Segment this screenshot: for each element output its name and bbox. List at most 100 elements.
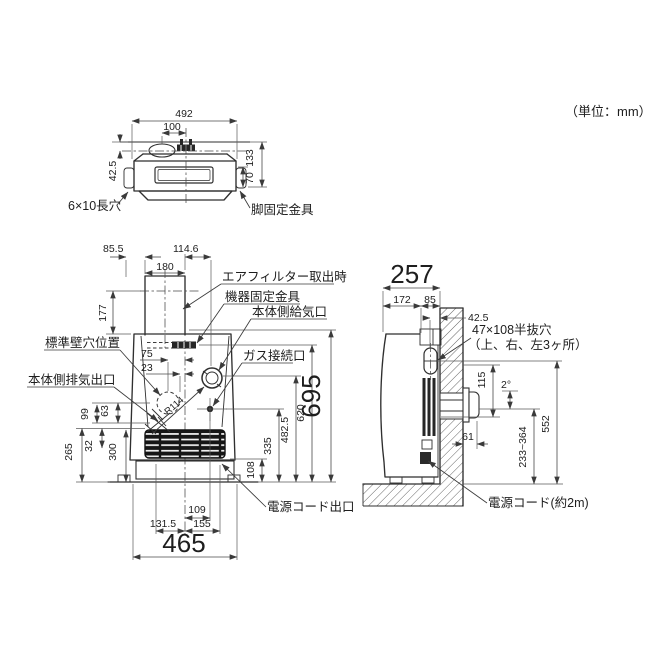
svg-text:180: 180 xyxy=(156,261,174,273)
dim-63: 63 xyxy=(99,402,121,424)
floor-section xyxy=(363,484,440,506)
svg-text:（上、右、左3ヶ所）: （上、右、左3ヶ所） xyxy=(468,337,587,352)
label-foot-bracket: 脚固定金具 xyxy=(239,190,314,217)
label-air-filter: エアフィルター取出時 xyxy=(182,270,347,310)
svg-text:本体側排気出口: 本体側排気出口 xyxy=(28,372,116,387)
svg-text:620: 620 xyxy=(295,404,307,422)
control-window-top xyxy=(154,166,214,184)
svg-text:42.5: 42.5 xyxy=(107,161,119,182)
label-exhaust: 本体側排気出口 xyxy=(27,372,159,422)
label-intake: 本体側給気口 xyxy=(218,304,327,371)
svg-text:75: 75 xyxy=(141,348,153,360)
dim-23: 23 xyxy=(141,362,194,392)
dim-335: 335 xyxy=(226,408,284,483)
left-foot xyxy=(117,474,131,483)
svg-text:99: 99 xyxy=(79,408,91,420)
fixing-bracket xyxy=(147,341,196,349)
label-knockout: 47×108半抜穴 （上、右、左3ヶ所） xyxy=(437,322,587,361)
svg-text:265: 265 xyxy=(63,443,75,461)
dim-177: 177 xyxy=(97,290,141,335)
svg-text:47×108半抜穴: 47×108半抜穴 xyxy=(472,322,552,337)
dim-109: 109 xyxy=(184,413,211,521)
dim-99: 99 xyxy=(79,402,150,424)
svg-text:172: 172 xyxy=(393,294,411,306)
svg-text:233~364: 233~364 xyxy=(517,426,529,467)
dim-155: 155 xyxy=(184,465,221,534)
dim-300: 300 xyxy=(107,429,129,483)
dim-265: 265 xyxy=(63,428,145,483)
rear-box xyxy=(421,439,433,450)
dim-233-364: 233~364 xyxy=(463,408,563,485)
dim-257: 257 xyxy=(382,259,441,332)
svg-text:標準壁穴位置: 標準壁穴位置 xyxy=(45,335,120,350)
dim-61: 61 xyxy=(452,421,488,449)
svg-text:ガス接続口: ガス接続口 xyxy=(243,348,306,363)
svg-text:エアフィルター取出時: エアフィルター取出時 xyxy=(222,270,347,284)
dim-180: 180 xyxy=(144,261,186,276)
dim-133: 133 xyxy=(244,141,267,188)
svg-text:115: 115 xyxy=(476,371,488,388)
exhaust-duct-top-icon xyxy=(148,143,176,158)
svg-text:335: 335 xyxy=(262,437,274,455)
svg-text:108: 108 xyxy=(245,461,257,479)
top-view: 492 100 42.5 133 70 6×10長穴 xyxy=(68,108,314,217)
front-view: R114 85.5 114.6 180 177 xyxy=(27,243,355,560)
svg-text:85.5: 85.5 xyxy=(103,243,124,255)
svg-text:133: 133 xyxy=(244,149,256,167)
wall-hole-circle xyxy=(156,391,180,415)
label-wall-hole: 標準壁穴位置 xyxy=(44,335,161,396)
left-foot-tab xyxy=(123,167,135,189)
svg-text:70: 70 xyxy=(244,172,256,184)
dim-top-42-5: 42.5 xyxy=(107,134,128,181)
dim-115: 115 xyxy=(441,364,500,418)
svg-text:32: 32 xyxy=(83,440,95,452)
dim-114-6: 114.6 xyxy=(173,243,212,366)
dim-695: 695 xyxy=(189,329,336,483)
svg-text:552: 552 xyxy=(540,415,552,433)
dim-32: 32 xyxy=(83,428,105,452)
svg-text:脚固定金具: 脚固定金具 xyxy=(251,202,314,217)
svg-text:6×10長穴: 6×10長穴 xyxy=(68,198,122,213)
dim-70: 70 xyxy=(238,166,256,188)
svg-text:482.5: 482.5 xyxy=(279,417,291,443)
heater-side-profile xyxy=(380,328,442,484)
svg-text:177: 177 xyxy=(97,304,109,322)
label-fix-bracket: 機器固定金具 xyxy=(196,289,301,344)
front-bezel-top xyxy=(138,190,233,201)
exhaust-grille xyxy=(144,429,226,459)
svg-text:155: 155 xyxy=(193,518,211,530)
power-plug-icon xyxy=(420,452,431,464)
dim-620: 620 xyxy=(199,344,317,483)
svg-text:109: 109 xyxy=(188,504,206,516)
svg-text:695: 695 xyxy=(296,374,326,417)
label-power-cord: 電源コード(約2m) xyxy=(427,460,589,510)
svg-text:61: 61 xyxy=(462,431,474,443)
dim-side-42-5: 42.5 xyxy=(422,312,489,348)
base-plinth xyxy=(135,460,235,480)
intake-port-icon xyxy=(201,367,223,389)
dim-172: 172 xyxy=(382,294,422,333)
svg-text:42.5: 42.5 xyxy=(468,312,489,324)
svg-text:85: 85 xyxy=(424,294,436,306)
svg-text:電源コード(約2m): 電源コード(約2m) xyxy=(488,495,589,510)
dim-100: 100 xyxy=(161,121,187,144)
svg-text:300: 300 xyxy=(107,443,119,461)
dim-85-5: 85.5 xyxy=(103,243,161,277)
gas-pipe-side xyxy=(439,387,540,423)
dim-465: 465 xyxy=(132,484,238,560)
top-bracket-side xyxy=(419,328,442,346)
label-slot: 6×10長穴 xyxy=(68,191,129,213)
svg-text:本体側給気口: 本体側給気口 xyxy=(252,304,327,319)
svg-text:23: 23 xyxy=(141,362,153,374)
label-power-exit: 電源コード出口 xyxy=(221,463,355,514)
gas-connection-icon xyxy=(197,398,227,421)
heater-cabinet-front xyxy=(129,333,236,461)
svg-text:2°: 2° xyxy=(501,379,511,391)
dim-108: 108 xyxy=(230,458,267,483)
label-gas: ガス接続口 xyxy=(212,348,306,407)
dim-85: 85 xyxy=(420,294,441,309)
svg-text:電源コード出口: 電源コード出口 xyxy=(267,500,355,514)
side-view: 257 172 85 42.5 47×108半抜穴 （上、右、左3ヶ所） xyxy=(362,259,589,510)
